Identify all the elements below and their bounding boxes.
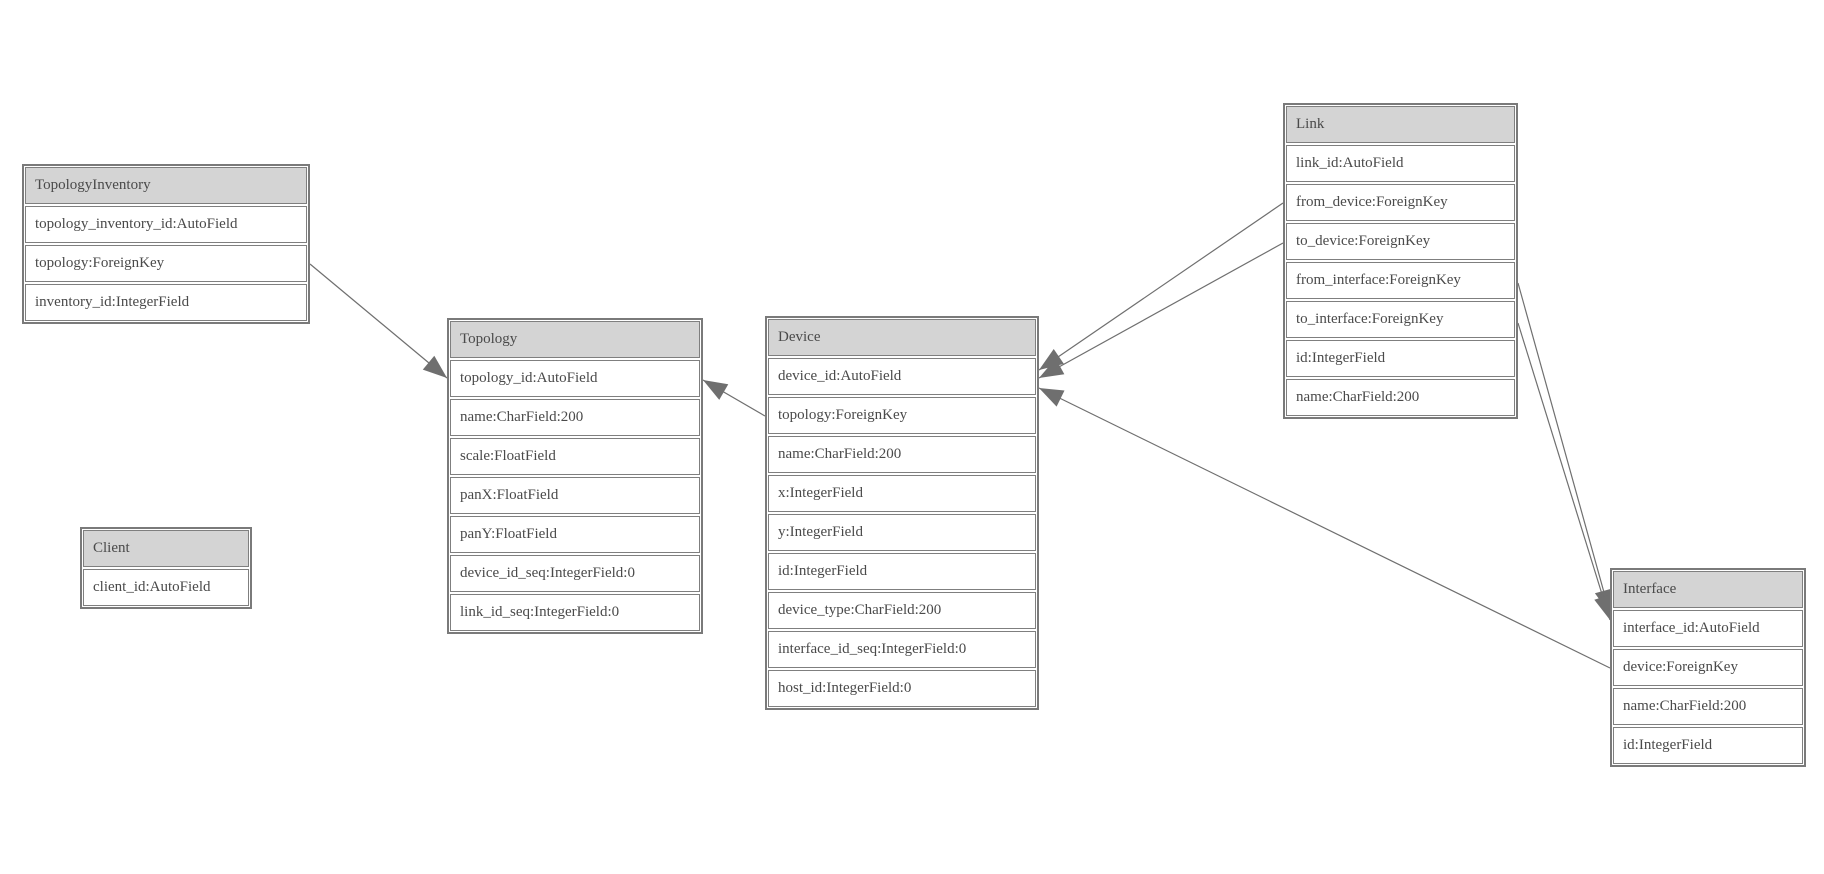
- entity-field: panX:FloatField: [450, 477, 700, 514]
- entity-field: name:CharField:200: [1286, 379, 1515, 416]
- entity-field: interface_id_seq:IntegerField:0: [768, 631, 1036, 668]
- edge-line-link-interface: [1517, 322, 1611, 621]
- entity-field: name:CharField:200: [768, 436, 1036, 473]
- entity-field: device_id_seq:IntegerField:0: [450, 555, 700, 592]
- entity-field: name:CharField:200: [450, 399, 700, 436]
- entity-field: topology_id:AutoField: [450, 360, 700, 397]
- entity-field: inventory_id:IntegerField: [25, 284, 307, 321]
- entity-field: scale:FloatField: [450, 438, 700, 475]
- entity-title: Interface: [1613, 571, 1803, 608]
- entity-field: client_id:AutoField: [83, 569, 249, 606]
- entity-field: host_id:IntegerField:0: [768, 670, 1036, 707]
- entity-field: panY:FloatField: [450, 516, 700, 553]
- entity-field: topology:ForeignKey: [25, 245, 307, 282]
- edge-line-link-device: [1038, 242, 1284, 379]
- entity-field: y:IntegerField: [768, 514, 1036, 551]
- entity-field: id:IntegerField: [768, 553, 1036, 590]
- entity-field: topology:ForeignKey: [768, 397, 1036, 434]
- entity-field: from_device:ForeignKey: [1286, 184, 1515, 221]
- entity-field: device_id:AutoField: [768, 358, 1036, 395]
- entity-field: link_id:AutoField: [1286, 145, 1515, 182]
- edge-line-link-interface: [1517, 282, 1611, 615]
- entity-field: from_interface:ForeignKey: [1286, 262, 1515, 299]
- edge-arrowhead-interface-device: [1039, 388, 1065, 407]
- edge-arrowhead-topologyinventory-topology: [422, 355, 447, 378]
- edge-line-topologyinventory-topology: [309, 263, 448, 379]
- entity-field: name:CharField:200: [1613, 688, 1803, 725]
- entity-field: topology_inventory_id:AutoField: [25, 206, 307, 243]
- entity-title: TopologyInventory: [25, 167, 307, 204]
- edge-line-link-device: [1038, 202, 1284, 371]
- entity-field: x:IntegerField: [768, 475, 1036, 512]
- entity-field: interface_id:AutoField: [1613, 610, 1803, 647]
- edge-arrowhead-link-interface: [1594, 594, 1612, 620]
- entity-title: Topology: [450, 321, 700, 358]
- entity-title: Client: [83, 530, 249, 567]
- entity-field: device_type:CharField:200: [768, 592, 1036, 629]
- entity-field: id:IntegerField: [1613, 727, 1803, 764]
- entity-field: link_id_seq:IntegerField:0: [450, 594, 700, 631]
- entity-field: to_interface:ForeignKey: [1286, 301, 1515, 338]
- edge-line-interface-device: [1038, 387, 1611, 669]
- edge-arrowhead-link-device: [1039, 358, 1065, 378]
- entity-field: to_device:ForeignKey: [1286, 223, 1515, 260]
- entity-field: device:ForeignKey: [1613, 649, 1803, 686]
- entity-title: Link: [1286, 106, 1515, 143]
- entity-title: Device: [768, 319, 1036, 356]
- edge-arrowhead-device-topology: [703, 380, 729, 400]
- entity-field: id:IntegerField: [1286, 340, 1515, 377]
